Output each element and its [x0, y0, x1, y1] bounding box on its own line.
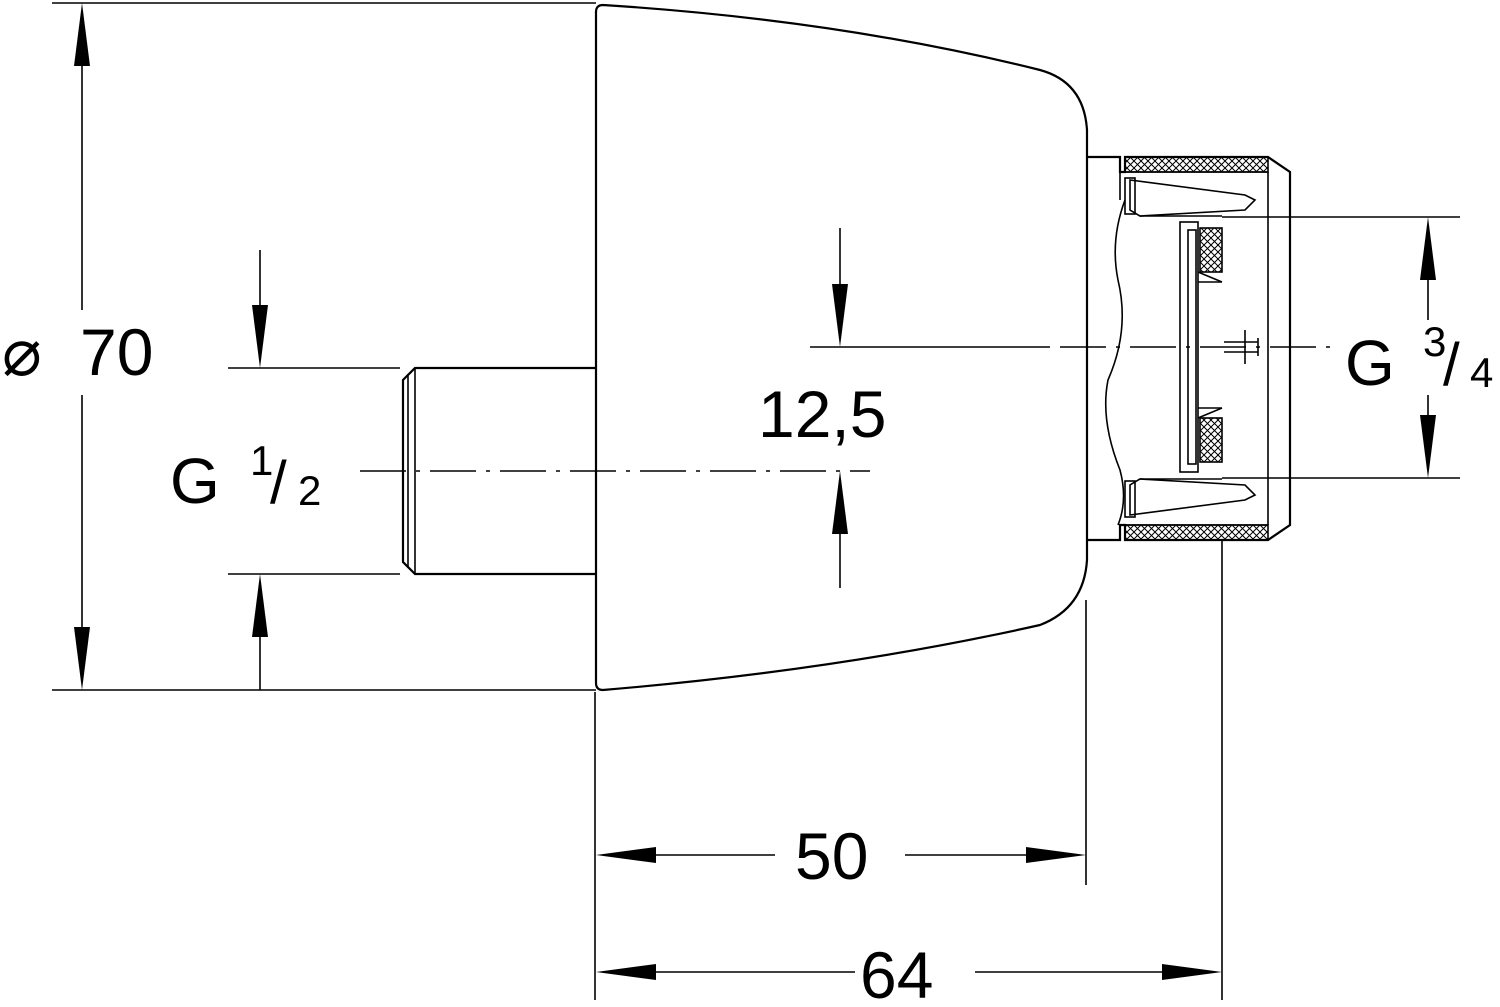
diameter-value: 70 — [80, 315, 153, 389]
total-length-label: 64 — [860, 938, 933, 1007]
outlet-thread-slash: / — [270, 449, 287, 516]
inlet-thread-denominator: 4 — [1470, 349, 1493, 396]
diameter-symbol: ⌀ — [2, 315, 42, 389]
dimension-lines — [81, 30, 1429, 973]
inlet-thread-slash: / — [1443, 331, 1460, 398]
outlet-thread-prefix: G — [170, 445, 220, 517]
diameter-label: ⌀ 70 — [2, 315, 153, 389]
arrowheads — [74, 3, 1436, 980]
offset-dimension-label: 12,5 — [758, 377, 886, 451]
body-housing — [594, 3, 1089, 692]
extension-lines — [52, 2, 1460, 1000]
body-length-label: 50 — [795, 819, 868, 893]
outlet-thread-numerator: 1 — [250, 437, 273, 484]
outlet-thread-label: G 1 / 2 — [170, 437, 321, 517]
inlet-thread-numerator: 3 — [1423, 318, 1446, 365]
outlet-thread-denominator: 2 — [298, 467, 321, 514]
outlet-pipe — [401, 366, 596, 576]
inlet-thread-prefix: G — [1345, 327, 1395, 399]
inlet-connector — [1087, 155, 1292, 542]
inlet-thread-label: G 3 / 4 — [1345, 318, 1493, 399]
